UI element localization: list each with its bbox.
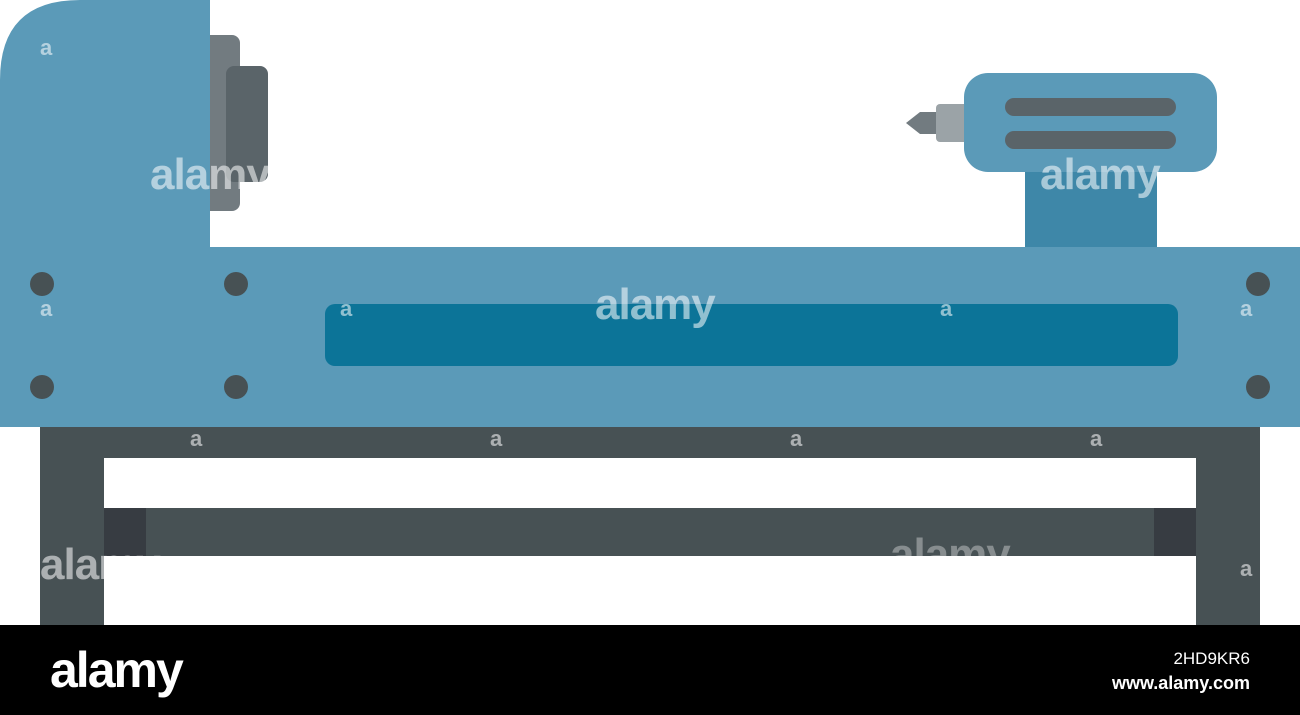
tailstock-column xyxy=(1025,168,1157,250)
lathe-machine-icon xyxy=(0,0,1300,625)
crossbar-cap-left xyxy=(104,508,146,556)
alamy-logo: alamy xyxy=(50,642,184,698)
vent-line-bottom xyxy=(1005,131,1176,149)
bolt xyxy=(30,272,54,296)
bolt xyxy=(224,375,248,399)
crossbar xyxy=(104,508,1196,556)
bolt xyxy=(30,375,54,399)
bolt xyxy=(1246,272,1270,296)
image-id: 2HD9KR6 xyxy=(1173,649,1250,668)
bolt xyxy=(224,272,248,296)
site-url: www.alamy.com xyxy=(1111,673,1250,693)
crossbar-cap-right xyxy=(1154,508,1196,556)
chuck-inner xyxy=(226,66,268,182)
vent-line-top xyxy=(1005,98,1176,116)
stock-footer-bar: alamy 2HD9KR6 www.alamy.com xyxy=(0,625,1300,715)
tailstock-head xyxy=(964,73,1217,172)
lathe-illustration: alamy alamy alamy alamy alamy a a a a a … xyxy=(0,0,1300,625)
bolt xyxy=(1246,375,1270,399)
bed-slot xyxy=(325,304,1178,366)
